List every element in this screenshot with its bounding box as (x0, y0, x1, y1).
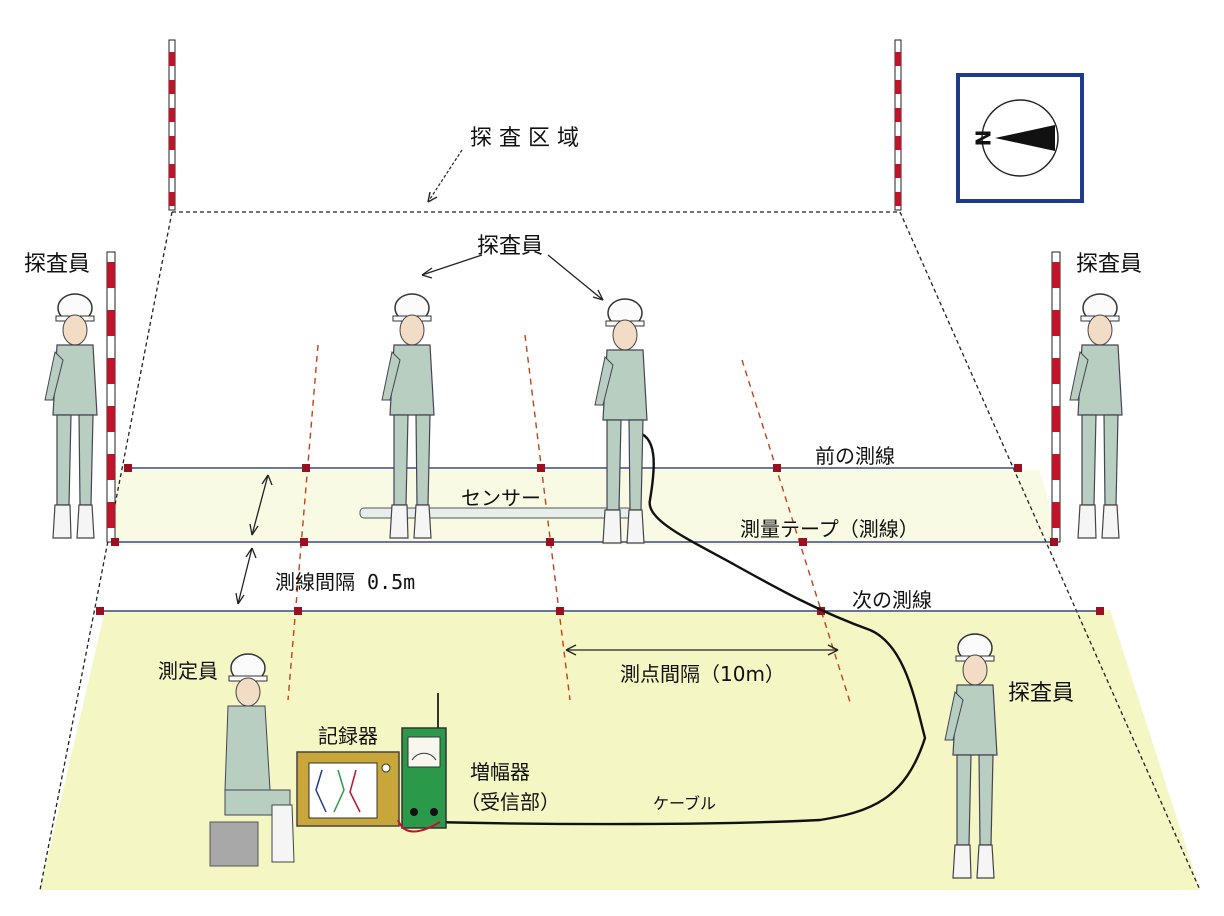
amplifier-label: 増幅器 (470, 760, 530, 784)
line-spacing-label: 測線間隔 0.5m (275, 570, 416, 594)
surveyor-label-center: 探査員 (477, 234, 544, 259)
surveyor-label-left: 探査員 (24, 252, 91, 277)
compass-n-label: N (971, 129, 996, 147)
surveyor-left (44, 293, 98, 539)
next-line-label: 次の測線 (852, 588, 932, 612)
surveyor-pointers (421, 254, 604, 301)
cable (429, 430, 927, 826)
tape-label: 測量テープ（測線） (740, 517, 919, 541)
pole-back-left (168, 39, 176, 211)
pole-back-right (894, 39, 902, 211)
point-spacing-arrow (565, 644, 839, 656)
measure-point-lines (287, 334, 851, 703)
recorder-label: 記録器 (318, 724, 378, 748)
sensor-label: センサー (461, 486, 541, 510)
connector-wire (397, 819, 441, 833)
survey-area-label: 探 査 区 域 (470, 126, 579, 151)
recorder-device (296, 751, 400, 827)
point-spacing-label: 測点間隔（10m） (620, 662, 785, 686)
line-spacing-arrows (235, 474, 273, 605)
measurer-label: 測定員 (158, 659, 218, 683)
surveyor-right (1069, 293, 1123, 539)
front-line-label: 前の測線 (815, 444, 895, 468)
compass (956, 73, 1084, 203)
survey-area-outline (39, 211, 1201, 891)
cable-label: ケーブル (653, 794, 717, 813)
survey-lines (100, 467, 1100, 612)
compass-needle-icon (995, 125, 1055, 151)
receiver-label: （受信部） (460, 790, 560, 814)
measurer-seated (209, 653, 295, 867)
pole-side-right (1051, 251, 1061, 543)
surveyor-label-front: 探査員 (1008, 681, 1075, 706)
amplifier-device (401, 693, 447, 829)
pole-side-left (106, 251, 116, 543)
survey-area-pointer (427, 149, 463, 203)
surveyor-label-right: 探査員 (1076, 252, 1143, 277)
